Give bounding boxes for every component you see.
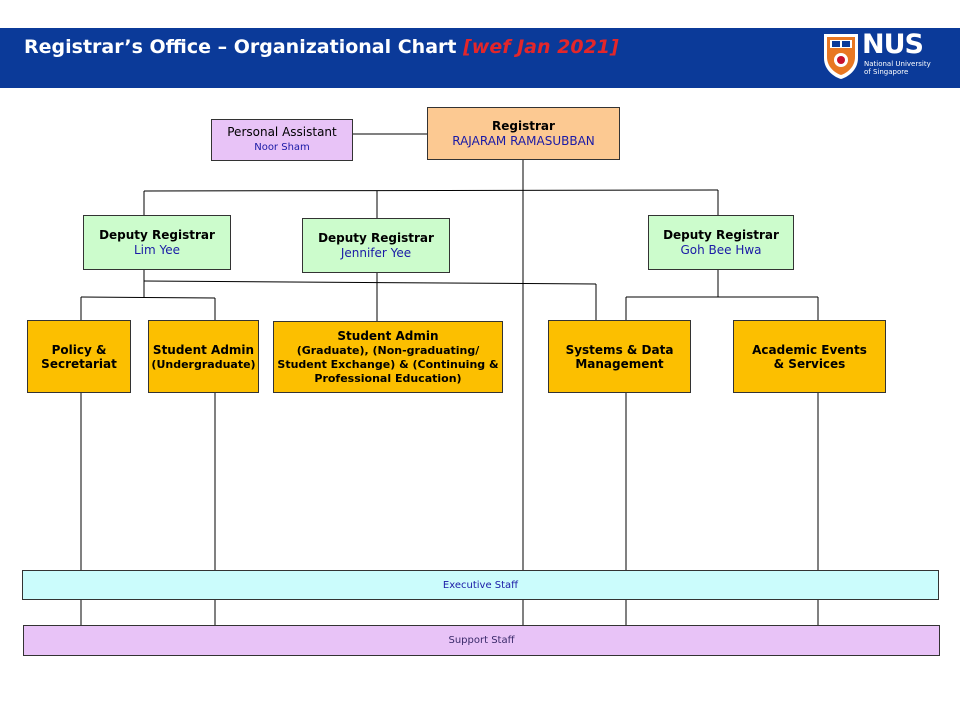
support-staff-band: Support Staff [23,625,940,656]
student-admin-graduate-box: Student Admin(Graduate), (Non-graduating… [273,321,503,393]
header-bar [0,28,960,88]
policy-secretariat-box: Policy &Secretariat [27,320,131,393]
executive-staff-band: Executive Staff [22,570,939,600]
title-main: Registrar’s Office – Organizational Char… [24,36,464,58]
deputy-registrar-box-2: Deputy Registrar Jennifer Yee [302,218,450,273]
executive-staff-label: Executive Staff [442,579,519,591]
deputy-role: Deputy Registrar [663,227,779,242]
page-title: Registrar’s Office – Organizational Char… [24,36,619,58]
deputy-role: Deputy Registrar [99,227,215,242]
nus-crest-icon [824,34,858,79]
registrar-name: RAJARAM RAMASUBBAN [452,133,595,148]
assistant-name: Noor Sham [254,142,310,153]
deputy-name: Lim Yee [133,242,181,257]
personal-assistant-box: Personal Assistant Noor Sham [211,119,353,161]
deputy-registrar-box-1: Deputy Registrar Lim Yee [83,215,231,270]
registrar-role: Registrar [492,118,555,133]
student-admin-undergraduate-box: Student Admin(Undergraduate) [148,320,259,393]
deputy-registrar-box-3: Deputy Registrar Goh Bee Hwa [648,215,794,270]
support-staff-label: Support Staff [448,635,515,646]
assistant-role: Personal Assistant [227,125,337,139]
deputy-name: Goh Bee Hwa [680,242,762,257]
deputy-name: Jennifer Yee [340,245,412,260]
deputy-role: Deputy Registrar [318,230,434,245]
title-date: [wef Jan 2021] [463,36,619,58]
logo-text: NUS [862,29,924,60]
registrar-box: Registrar RAJARAM RAMASUBBAN [427,107,620,160]
academic-events-services-box: Academic Events& Services [733,320,886,393]
